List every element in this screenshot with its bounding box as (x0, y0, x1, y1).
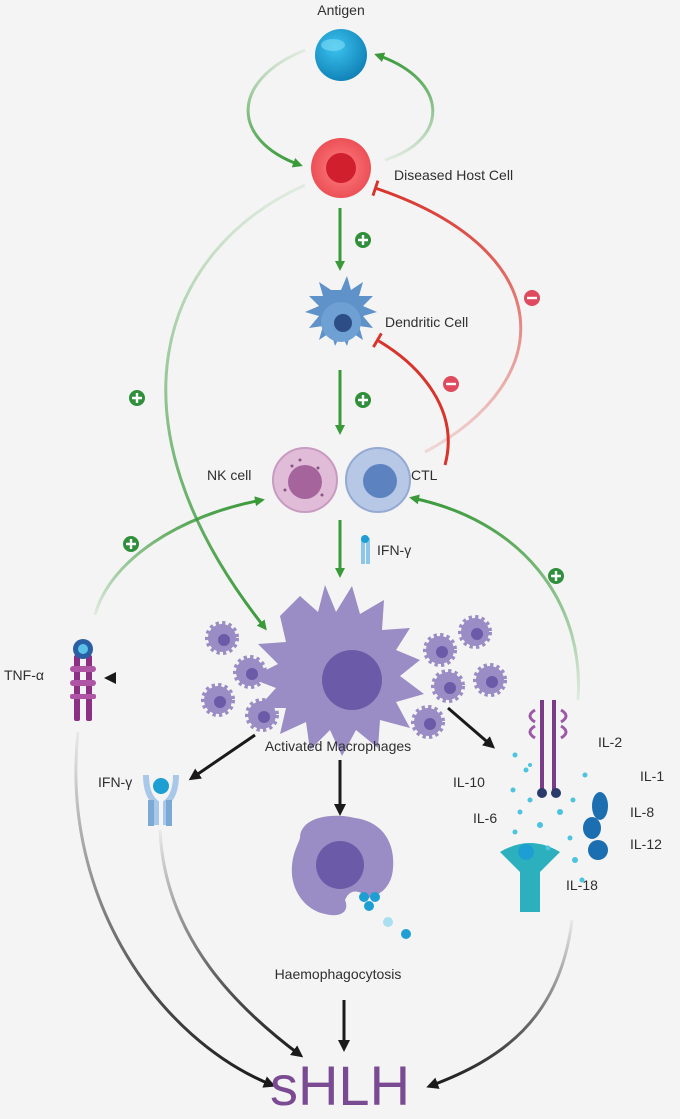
diseased-host-cell-icon (311, 138, 371, 198)
macrophage-small-icon (411, 705, 445, 739)
ctl-inhibits-dendritic-line (372, 332, 450, 466)
cytokines-to-ctl-arrow (409, 494, 581, 701)
il18-label: IL-18 (566, 877, 598, 893)
haemophagocytic-macrophage-icon (291, 815, 411, 939)
macrophage-to-ifn-arrow (188, 733, 256, 781)
host-to-macrophage-arrow (164, 183, 306, 631)
macrophage-small-icon (423, 633, 457, 667)
il6-label: IL-6 (473, 810, 498, 826)
host-to-antigen-arrow (374, 52, 435, 162)
antigen-label: Antigen (317, 2, 365, 18)
macrophage-small-icon (201, 683, 235, 717)
plus-badge (355, 392, 371, 408)
minus-badge (443, 376, 459, 392)
plus-badge (129, 390, 145, 406)
ifn-gamma-label-top: IFN-γ (377, 542, 412, 558)
il8-label: IL-8 (630, 804, 655, 820)
shlh-title: sHLH (269, 1054, 411, 1117)
il12-label: IL-12 (630, 836, 662, 852)
plus-badge (123, 536, 139, 552)
cytokine-receptor-icon (528, 700, 568, 798)
nk-cell-label: NK cell (207, 467, 252, 483)
il1-label: IL-1 (640, 768, 665, 784)
macrophage-small-icon (245, 698, 279, 732)
macrophage-small-icon (431, 669, 465, 703)
dendritic-cell-label: Dendritic Cell (385, 314, 469, 330)
activated-macrophages-label: Activated Macrophages (264, 738, 412, 754)
cytokines-to-shlh-arrow (426, 919, 574, 1089)
macrophage-small-icon (458, 615, 492, 649)
haemophagocytosis-label: Haemophagocytosis (274, 966, 402, 982)
il2-label: IL-2 (598, 734, 623, 750)
macrophage-small-icon (233, 655, 267, 689)
nk-cell-icon (272, 447, 338, 513)
il8-molecule-icon (583, 792, 608, 860)
ifn-gamma-label-left: IFN-γ (98, 774, 133, 790)
dendritic-cell-icon (305, 276, 377, 346)
ctl-inhibits-host-line (371, 180, 523, 454)
ifn-to-shlh-arrow (158, 829, 304, 1058)
ifn-gamma-receptor-large-icon (143, 774, 179, 826)
macrophage-small-icon (205, 621, 239, 655)
ctl-label: CTL (411, 467, 438, 483)
tnf-alpha-receptor-icon (70, 639, 96, 721)
cytokine-dots (510, 752, 588, 883)
tnf-to-nk-arrow (93, 496, 265, 616)
il10-label: IL-10 (453, 774, 485, 790)
il18-receptor-icon (500, 843, 560, 912)
antigen-to-host-arrow (246, 48, 306, 168)
macrophage-small-icon (473, 663, 507, 697)
minus-badge (524, 290, 540, 306)
ctl-cell-icon (345, 447, 411, 513)
diseased-host-cell-label: Diseased Host Cell (394, 167, 514, 183)
antigen-icon (315, 29, 367, 81)
ifn-gamma-receptor-icon (361, 535, 370, 564)
tnf-to-shlh-arrow (74, 731, 276, 1088)
plus-badge (355, 232, 371, 248)
activated-macrophage-icon (250, 585, 424, 756)
plus-badge (548, 568, 564, 584)
tnf-alpha-label: TNF-α (4, 667, 44, 683)
macrophage-to-cytokines-arrow (447, 706, 496, 749)
